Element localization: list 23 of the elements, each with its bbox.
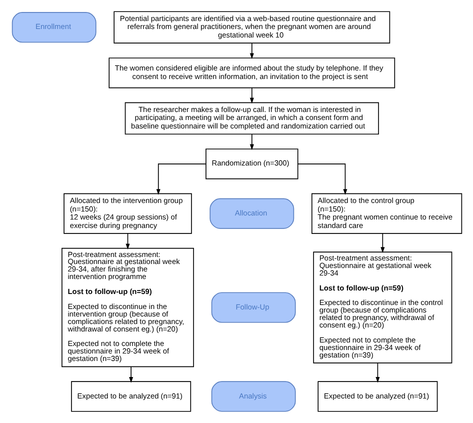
node-box: Allocation [209, 198, 294, 229]
arrow [128, 366, 133, 383]
arrow [375, 362, 380, 383]
node-box: Allocated to the control group (n=150): The pregnant women continue to receive standard care [310, 193, 462, 234]
arrow [156, 164, 206, 195]
arrow [125, 233, 130, 250]
node-box: Expected to be analyzed (n=91) [70, 381, 191, 412]
node-box: Allocated to the intervention group (n=150): 12 weeks (24 group sessions) of exercise during pregnancy [63, 193, 192, 234]
node-box: The researcher makes a follow-up call. If the woman is interested in participating, a meeting will be arranged, in which a consent form and baseline questionnaire will be completed and randomization carried out [124, 102, 378, 135]
node-box: Post-treatment assessment: Questionnaire at gestational week 29-34 Lost to follow-up (n=59) Expected to discontinue in the control group (because of complications related to pregnancy, withdrawal of consent eg.) (n=20) Expected not to complete the questionnaire in 29-34 week of gestation (n=39) [312, 252, 452, 364]
node-box: Potential participants are identified via a web-based routine questionnaire and referrals from general practitioners, when the pregnant women are around gestational week 10 [113, 11, 390, 44]
arrow [249, 134, 254, 150]
node-box: Randomization (n=300) [205, 148, 298, 180]
node-box: The women considered eligible are informed about the study by telephone. If they consent to receive written information, an invitation to the project is sent [108, 58, 395, 88]
arrow [297, 164, 347, 195]
node-box: Expected to be analyzed (n=91) [317, 381, 438, 412]
node-box: Analysis [210, 381, 296, 412]
node-box: Follow-Up [210, 292, 296, 323]
arrow [380, 233, 384, 253]
arrow [249, 87, 254, 104]
node-box: Enrollment [11, 12, 96, 43]
arrow [249, 42, 254, 60]
node-box: Post-treatment assessment: Questionnaire at gestational week 29-34, after finishing the intervention programme Lost to follow-up (n=59) Expected to discontinue in the intervention group (because of complications related to pregnancy, withdrawal of consent eg.) (n=20) Expected not to complete the questionnaire in 29-34 week of gestation (n=39) [61, 248, 194, 368]
